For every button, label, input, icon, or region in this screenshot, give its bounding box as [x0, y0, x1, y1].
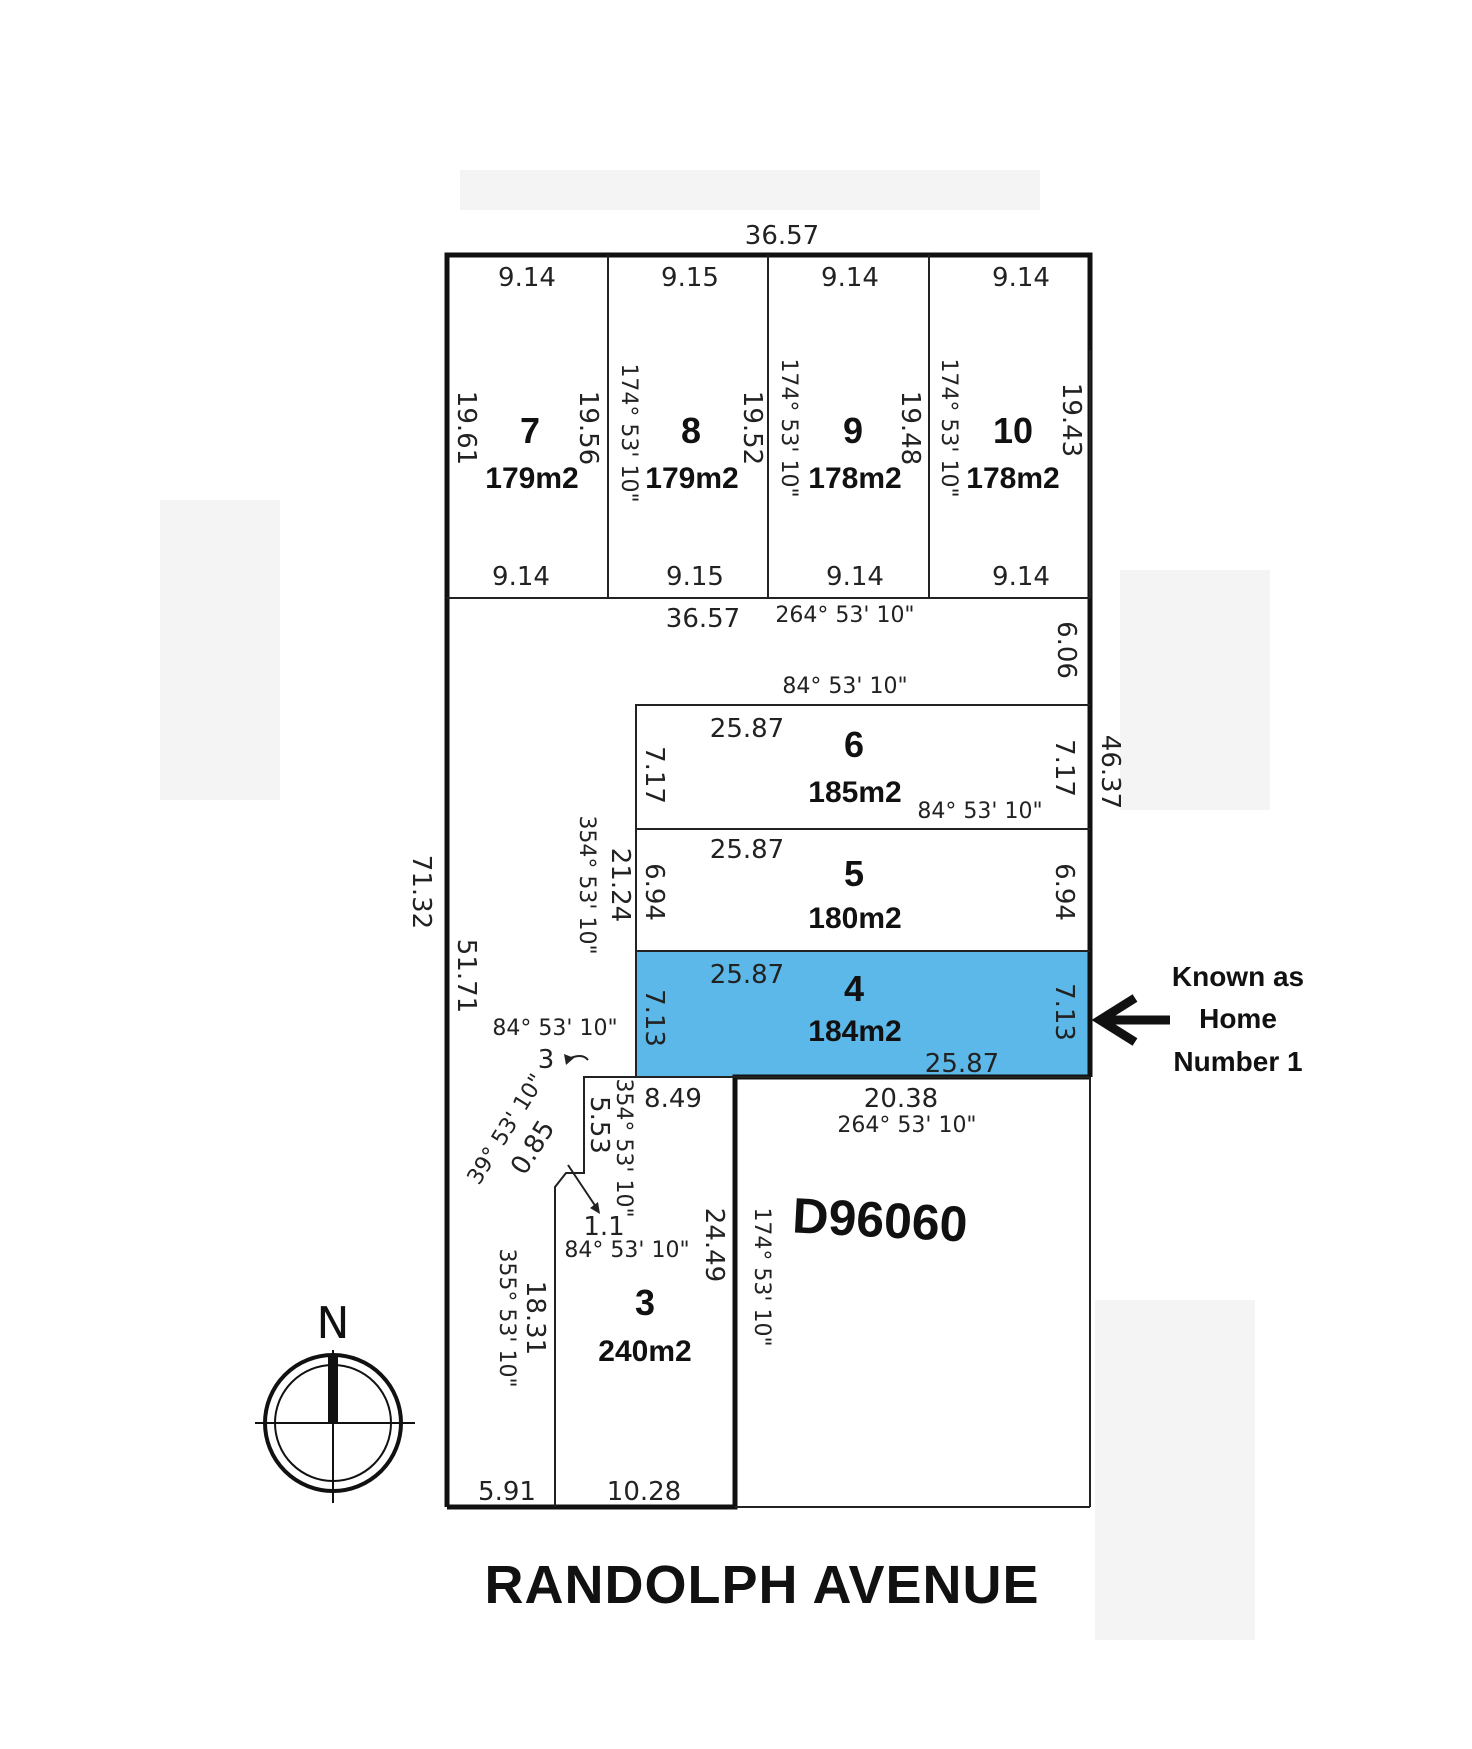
arrowhead [590, 1202, 600, 1214]
north-arrow-icon: N [255, 1298, 415, 1503]
dim-drive-left: 51.71 [451, 939, 481, 1013]
dim-d96060-top: 20.38 [864, 1084, 938, 1114]
dim-lot9-bottom: 9.14 [826, 562, 884, 592]
dim-lot4-left: 7.13 [639, 989, 669, 1047]
lot-10-number: 10 [993, 410, 1033, 451]
deposited-plan-label: D96060 [791, 1187, 969, 1252]
lot-7-area: 179m2 [485, 462, 578, 495]
lot-9-area: 178m2 [808, 462, 901, 495]
dim-lot5-left: 6.94 [639, 863, 669, 921]
lot-3-number: 3 [635, 1282, 655, 1323]
callout-arrow-icon [1091, 994, 1138, 1046]
bearing-drive-lower: 355° 53' 10" [494, 1248, 519, 1387]
dim-step-1-1: 1.1 [583, 1212, 624, 1242]
dim-left-total: 71.32 [406, 855, 436, 929]
lot-6-number: 6 [844, 724, 864, 765]
bearing-row-bottom: 264° 53' 10" [775, 603, 914, 628]
background-block [160, 500, 280, 800]
dim-lot8-right: 19.52 [737, 391, 767, 465]
lot-5-number: 5 [844, 853, 864, 894]
dim-lot6-top: 25.87 [710, 714, 784, 744]
bearing-lot9-left: 174° 53' 10" [776, 358, 801, 497]
bearing-lot8-left: 174° 53' 10" [616, 363, 641, 502]
bearing-corner: 84° 53' 10" [492, 1016, 617, 1041]
dim-lot5-top: 25.87 [710, 835, 784, 865]
lot-6-area: 185m2 [808, 776, 901, 809]
dim-lot4-top: 25.87 [710, 960, 784, 990]
bearing-lots-left: 354° 53' 10" [574, 815, 599, 954]
street-name: RANDOLPH AVENUE [484, 1555, 1039, 1615]
lot-9-number: 9 [843, 410, 863, 451]
bearing-step: 84° 53' 10" [564, 1238, 689, 1263]
lots-6-5-4-boundary [635, 704, 1090, 1077]
dim-drive-lower: 18.31 [520, 1281, 550, 1355]
dim-lot4-bottom: 25.87 [925, 1049, 999, 1079]
bearing-lot10-left: 174° 53' 10" [936, 358, 961, 497]
bearing-lot6-bottom: 84° 53' 10" [917, 799, 1042, 824]
home-callout: Known as Home Number 1 [1091, 961, 1304, 1077]
callout-line-3: Number 1 [1173, 1046, 1302, 1077]
lot-3-left-boundary [554, 1076, 735, 1507]
lot-7-number: 7 [520, 410, 540, 451]
dim-row-bottom: 36.57 [666, 604, 740, 634]
lot-3-area: 240m2 [598, 1335, 691, 1368]
dim-lot8-bottom: 9.15 [666, 562, 724, 592]
dim-bottom-left: 5.91 [478, 1477, 536, 1507]
dim-lot7-left: 19.61 [451, 391, 481, 465]
bearing-d96060-top: 264° 53' 10" [837, 1113, 976, 1138]
bearing-d96060-left: 174° 53' 10" [749, 1207, 774, 1346]
background-block [1095, 1300, 1255, 1640]
dim-lot8-top: 9.15 [661, 263, 719, 293]
lot-4-area: 184m2 [808, 1015, 901, 1048]
north-label: N [317, 1298, 350, 1349]
lot-8-area: 179m2 [645, 462, 738, 495]
dim-lot3-bottom: 10.28 [607, 1477, 681, 1507]
lot-8-number: 8 [681, 410, 701, 451]
background-block [1120, 570, 1270, 810]
dim-drive-right: 6.06 [1051, 621, 1081, 679]
dim-lot6-right: 7.17 [1049, 739, 1079, 797]
leader-arrow [567, 1164, 599, 1211]
dim-lot10-top: 9.14 [992, 263, 1050, 293]
bearing-drive-top: 84° 53' 10" [782, 674, 907, 699]
lot-5-area: 180m2 [808, 902, 901, 935]
dim-corner-3: 3 [538, 1045, 555, 1075]
dim-lots-left: 21.24 [605, 848, 635, 922]
dim-top-total: 36.57 [745, 221, 819, 251]
dim-lot10-bottom: 9.14 [992, 562, 1050, 592]
dim-lot3-left-upper: 5.53 [584, 1096, 614, 1154]
background-block [460, 170, 1040, 210]
dim-right-side: 46.37 [1095, 735, 1125, 809]
dim-lot7-top: 9.14 [498, 263, 556, 293]
dim-lot3-right: 24.49 [699, 1208, 729, 1282]
dim-lot9-right: 19.48 [895, 391, 925, 465]
dim-lot7-bottom: 9.14 [492, 562, 550, 592]
lot-10-area: 178m2 [966, 462, 1059, 495]
dim-lot7-right: 19.56 [573, 391, 603, 465]
bearing-lot3-left: 354° 53' 10" [611, 1078, 636, 1217]
callout-line-1: Known as [1172, 961, 1304, 992]
callout-line-2: Home [1199, 1003, 1277, 1034]
dim-lot10-right: 19.43 [1056, 383, 1086, 457]
dim-lot5-right: 6.94 [1049, 863, 1079, 921]
dim-lot9-top: 9.14 [821, 263, 879, 293]
dim-lot3-top: 8.49 [644, 1084, 702, 1114]
arrowhead [564, 1054, 574, 1065]
dim-lot4-right: 7.13 [1049, 983, 1079, 1041]
lot-4-highlight[interactable] [636, 951, 1090, 1077]
lot-4-number: 4 [844, 968, 864, 1009]
dim-lot6-left: 7.17 [639, 746, 669, 804]
